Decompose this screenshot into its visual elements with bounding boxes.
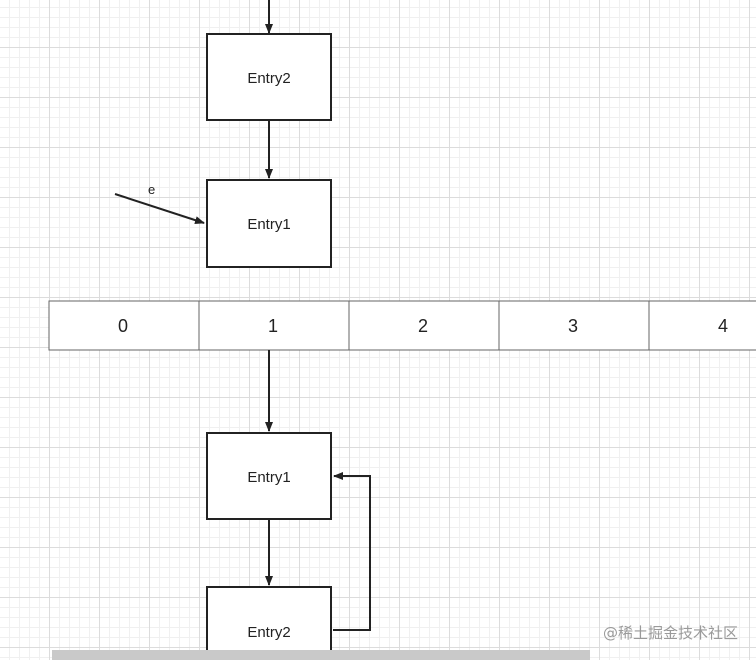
upper-entry2-label: Entry2: [247, 70, 290, 87]
bucket-index-3: 3: [568, 316, 578, 336]
cycle-back-arrow: [333, 472, 371, 631]
bucket-cell-3[interactable]: 3: [498, 300, 650, 351]
lower-entry1-label: Entry1: [247, 469, 290, 486]
bucket-index-4: 4: [718, 316, 728, 336]
lower-entry2-node[interactable]: Entry2: [206, 586, 332, 660]
upper-entry2-node[interactable]: Entry2: [206, 33, 332, 121]
bucket-index-0: 0: [118, 316, 128, 336]
upper-entry1-node[interactable]: Entry1: [206, 179, 332, 268]
pointer-e-arrow: [114, 193, 205, 225]
horizontal-scrollbar[interactable]: [52, 650, 590, 660]
lower-entry1-node[interactable]: Entry1: [206, 432, 332, 520]
bucket-index-2: 2: [418, 316, 428, 336]
watermark: @稀土掘金技术社区: [602, 624, 738, 642]
bucket-array: 0 1 2 3 4: [48, 300, 756, 351]
bucket-index-1: 1: [268, 316, 278, 336]
bucket-cell-0[interactable]: 0: [48, 300, 200, 351]
bucket-cell-1[interactable]: 1: [198, 300, 350, 351]
pointer-e-label: e: [148, 182, 155, 197]
bucket-cell-4[interactable]: 4: [648, 300, 756, 351]
upper-entry1-label: Entry1: [247, 216, 290, 233]
bucket-cell-2[interactable]: 2: [348, 300, 500, 351]
lower-entry2-label: Entry2: [247, 624, 290, 641]
